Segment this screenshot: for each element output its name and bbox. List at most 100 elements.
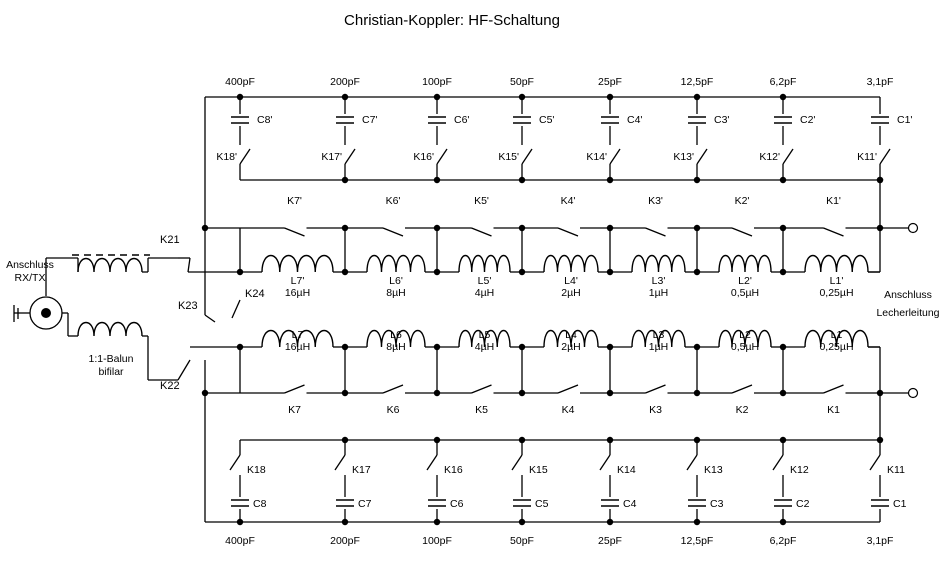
coil-name-label: L2' <box>738 275 752 287</box>
inductor-coil <box>458 329 511 348</box>
coil-value-label: 16µH <box>285 341 310 353</box>
capacitor-name-label: C7' <box>362 114 377 126</box>
inductor-coil <box>366 329 426 348</box>
coil-name-label: L1' <box>830 275 844 287</box>
relay-switch-contact <box>471 384 492 394</box>
capacitor-name-label: C1' <box>897 114 912 126</box>
relay-switch-contact <box>645 227 666 237</box>
coil-name-label: L5' <box>478 275 492 287</box>
capacitor-name-label: C5 <box>535 498 549 510</box>
relay-switch-label: K5' <box>474 195 489 207</box>
coil-value-label: 8µH <box>386 287 405 299</box>
relay-switch-label: K2' <box>735 195 750 207</box>
relay-switch-contact <box>869 454 881 471</box>
inductor-coil <box>718 254 772 273</box>
coil-value-label: 8µH <box>386 341 405 353</box>
junction-dot <box>341 268 349 276</box>
coil-name-label: L7 <box>292 329 304 341</box>
capacitor-value-label: 100pF <box>422 535 452 547</box>
output-label-line1: Anschluss <box>884 289 932 301</box>
relay-switch-label: K5 <box>475 404 488 416</box>
capacitor-value-label: 50pF <box>510 535 534 547</box>
inductor-coil <box>261 254 334 273</box>
relay-switch-contact <box>696 148 708 165</box>
relay-switch-k24 <box>231 299 241 319</box>
capacitor-value-label: 3,1pF <box>867 535 894 547</box>
coil-name-label: L3' <box>652 275 666 287</box>
component-banks: 400pFC8'K18'200pFC7'K17'100pFC6'K16'50pF… <box>216 76 912 547</box>
coil-value-label: 16µH <box>285 287 310 299</box>
relay-switch-contact <box>557 384 579 394</box>
relay-switch-label: K18' <box>216 151 237 163</box>
relay-switch-label: K14 <box>617 464 636 476</box>
coil-value-label: 1µH <box>649 287 668 299</box>
relay-switch-contact <box>382 384 404 394</box>
relay-switch-label: K16 <box>444 464 463 476</box>
relay-switch-k23 <box>204 314 216 393</box>
relay-switch-label: K12 <box>790 464 809 476</box>
coil-value-label: 2µH <box>561 287 580 299</box>
relay-switch-contact <box>426 454 438 471</box>
relay-switch-label: K1' <box>826 195 841 207</box>
output-label-line2: Lecherleitung <box>876 307 939 319</box>
relay-switch-contact <box>284 384 305 394</box>
relay-switch-contact <box>334 454 346 471</box>
relay-switch-contact <box>879 148 891 165</box>
relay-switch-label: K4' <box>561 195 576 207</box>
relay-switch-label: K4 <box>562 404 575 416</box>
coax-connector-icon <box>29 296 63 330</box>
capacitor-name-label: C3 <box>710 498 724 510</box>
relay-switch-contact <box>823 384 844 394</box>
capacitor-value-label: 6,2pF <box>770 535 797 547</box>
coil-name-label: L5 <box>479 329 491 341</box>
inductor-coil <box>543 254 599 273</box>
coil-value-label: 4µH <box>475 341 494 353</box>
relay-switch-contact <box>782 148 794 165</box>
coil-value-label: 0,25µH <box>819 287 853 299</box>
capacitor-value-label: 200pF <box>330 535 360 547</box>
junction-dot <box>693 343 701 351</box>
relay-switch-label: K3' <box>648 195 663 207</box>
relay-switch-label: K11' <box>857 151 877 163</box>
input-label-line1: Anschluss <box>6 259 54 271</box>
capacitor-name-label: C4' <box>627 114 642 126</box>
capacitor-value-label: 400pF <box>225 76 255 88</box>
relay-switch-k21 <box>178 257 240 273</box>
diagram-title: Christian-Koppler: HF-Schaltung <box>344 12 560 29</box>
relay-switch-contact <box>471 227 492 237</box>
capacitor-name-label: C6 <box>450 498 464 510</box>
relay-switch-contact <box>436 148 448 165</box>
output-terminal-upper <box>907 222 919 234</box>
coil-value-label: 4µH <box>475 287 494 299</box>
coil-name-label: L4' <box>564 275 578 287</box>
coil-value-label: 0,5µH <box>731 341 759 353</box>
junction-dot <box>433 268 441 276</box>
coil-value-label: 0,5µH <box>731 287 759 299</box>
coil-name-label: L4 <box>565 329 577 341</box>
relay-switch-label: K16' <box>413 151 434 163</box>
inductor-coil <box>631 254 686 273</box>
junction-dot <box>518 343 526 351</box>
relay-switch-label: K13 <box>704 464 723 476</box>
capacitor-name-label: C5' <box>539 114 554 126</box>
inductor-coil <box>458 254 511 273</box>
junction-dot <box>693 268 701 276</box>
coil-value-label: 0,25µH <box>819 341 853 353</box>
capacitor-value-label: 3,1pF <box>867 76 894 88</box>
relay-switch-k22 <box>177 346 240 381</box>
relay-switch-label: K7' <box>287 195 302 207</box>
relay-switch-contact <box>521 148 533 165</box>
relay-switch-contact <box>609 148 621 165</box>
coil-name-label: L2 <box>739 329 751 341</box>
relay-label-k22: K22 <box>160 380 180 392</box>
relay-switch-label: K14' <box>586 151 607 163</box>
capacitor-name-label: C7 <box>358 498 372 510</box>
relay-switch-contact <box>645 384 666 394</box>
relay-switch-contact <box>557 227 579 237</box>
relay-switch-label: K3 <box>649 404 662 416</box>
relay-switch-contact <box>511 454 523 471</box>
relay-label-k21: K21 <box>160 234 180 246</box>
relay-switch-label: K18 <box>247 464 266 476</box>
relay-switch-contact <box>731 227 753 237</box>
